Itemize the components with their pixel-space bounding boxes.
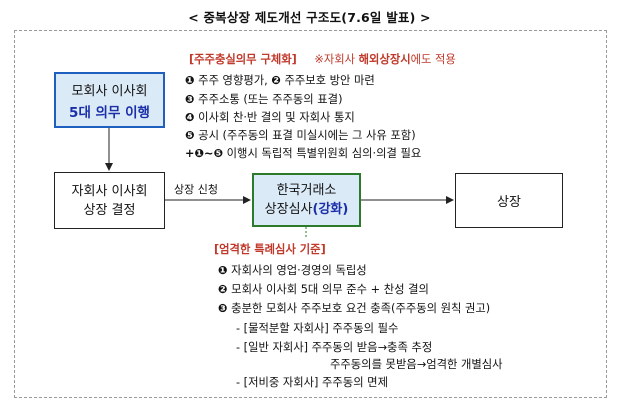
review-sub-item: 주주동의를 못받음→엄격한 개별심사 xyxy=(330,358,503,371)
duties-note: ※자회사 해외상장시에도 적용 xyxy=(314,53,455,66)
duty-item: ❹ 이사회 찬·반 결의 및 자회사 통지 xyxy=(185,109,355,125)
krx-box-line2-prefix: 상장심사 xyxy=(264,202,313,217)
review-number: ❸ xyxy=(218,302,228,315)
duty-number: +❶~❺ xyxy=(185,147,224,160)
duty-number: ❹ xyxy=(185,111,195,124)
duty-number: ❺ xyxy=(185,129,195,142)
duty-number: ❷ xyxy=(271,74,281,87)
duties-heading: [주주충실의무 구체화] ※자회사 해외상장시에도 적용 xyxy=(189,51,456,67)
duty-text: 이행시 독립적 특별위원회 심의·의결 필요 xyxy=(226,147,422,160)
krx-box-line2: 상장심사(강화) xyxy=(265,200,349,219)
duty-item: +❶~❺ 이행시 독립적 특별위원회 심의·의결 필요 xyxy=(185,145,421,161)
duty-number: ❸ xyxy=(185,93,195,106)
parent-board-box: 모회사 이사회 5대 의무 이행 xyxy=(54,72,165,128)
duty-text: 주주 영향평가, xyxy=(198,74,268,87)
listing-box: 상장 xyxy=(455,173,563,228)
krx-box: 한국거래소 상장심사(강화) xyxy=(252,173,361,227)
review-item: ❸ 충분한 모회사 주주보호 요건 충족(주주동의 원칙 권고) xyxy=(218,300,490,316)
diagram-frame xyxy=(14,30,607,398)
review-sub-item: - [물적분할 자회사] 주주동의 필수 xyxy=(236,322,399,335)
review-sub-item: - [일반 자회사] 주주동의 받음→충족 추정 xyxy=(236,341,433,354)
duties-note-bold: 해외상장시 xyxy=(358,53,411,66)
subsidiary-box-line1: 자회사 이사회 xyxy=(71,183,148,199)
review-text: 모회사 이사회 5대 의무 준수 + 찬성 결의 xyxy=(231,283,429,296)
listing-box-label: 상장 xyxy=(497,195,521,210)
duty-item: ❶ 주주 영향평가, ❷ 주주보호 방안 마련 xyxy=(185,72,375,88)
duty-item: ❸ 주주소통 (또는 주주동의 표결) xyxy=(185,91,342,107)
page-title: < 중복상장 제도개선 구조도(7.6일 발표) > xyxy=(188,10,431,25)
parent-box-line2: 5대 의무 이행 xyxy=(69,104,150,121)
review-text: 충분한 모회사 주주보호 요건 충족(주주동의 원칙 권고) xyxy=(231,302,491,315)
review-item: ❷ 모회사 이사회 5대 의무 준수 + 찬성 결의 xyxy=(218,281,429,297)
parent-box-line1: 모회사 이사회 xyxy=(71,83,148,99)
duty-number: ❶ xyxy=(185,74,195,87)
krx-box-line2-highlight: (강화) xyxy=(312,202,349,217)
krx-box-line1: 한국거래소 xyxy=(276,183,337,198)
review-text: 자회사의 영업·경영의 독립성 xyxy=(231,264,367,277)
duties-title: [주주충실의무 구체화] xyxy=(189,53,297,66)
duty-text: 공시 (주주동의 표결 미실시에는 그 사유 포함) xyxy=(198,129,416,142)
duties-note-suffix: 에도 적용 xyxy=(410,53,456,66)
subsidiary-board-box: 자회사 이사회 상장 결정 xyxy=(54,172,165,229)
review-number: ❶ xyxy=(218,264,228,277)
duty-text: 주주보호 방안 마련 xyxy=(284,74,375,87)
subsidiary-box-line2: 상장 결정 xyxy=(83,202,136,218)
review-item: ❶ 자회사의 영업·경영의 독립성 xyxy=(218,262,367,278)
duties-note-prefix: ※자회사 xyxy=(314,53,359,66)
duty-text: 주주소통 (또는 주주동의 표결) xyxy=(198,93,343,106)
arrow-label-application: 상장 신청 xyxy=(174,183,218,196)
review-title: [엄격한 특례심사 기준] xyxy=(214,243,326,256)
review-number: ❷ xyxy=(218,283,228,296)
duty-text: 이사회 찬·반 결의 및 자회사 통지 xyxy=(198,111,355,124)
review-sub-item: - [저비중 자회사] 주주동의 면제 xyxy=(236,376,388,389)
duty-item: ❺ 공시 (주주동의 표결 미실시에는 그 사유 포함) xyxy=(185,127,416,143)
